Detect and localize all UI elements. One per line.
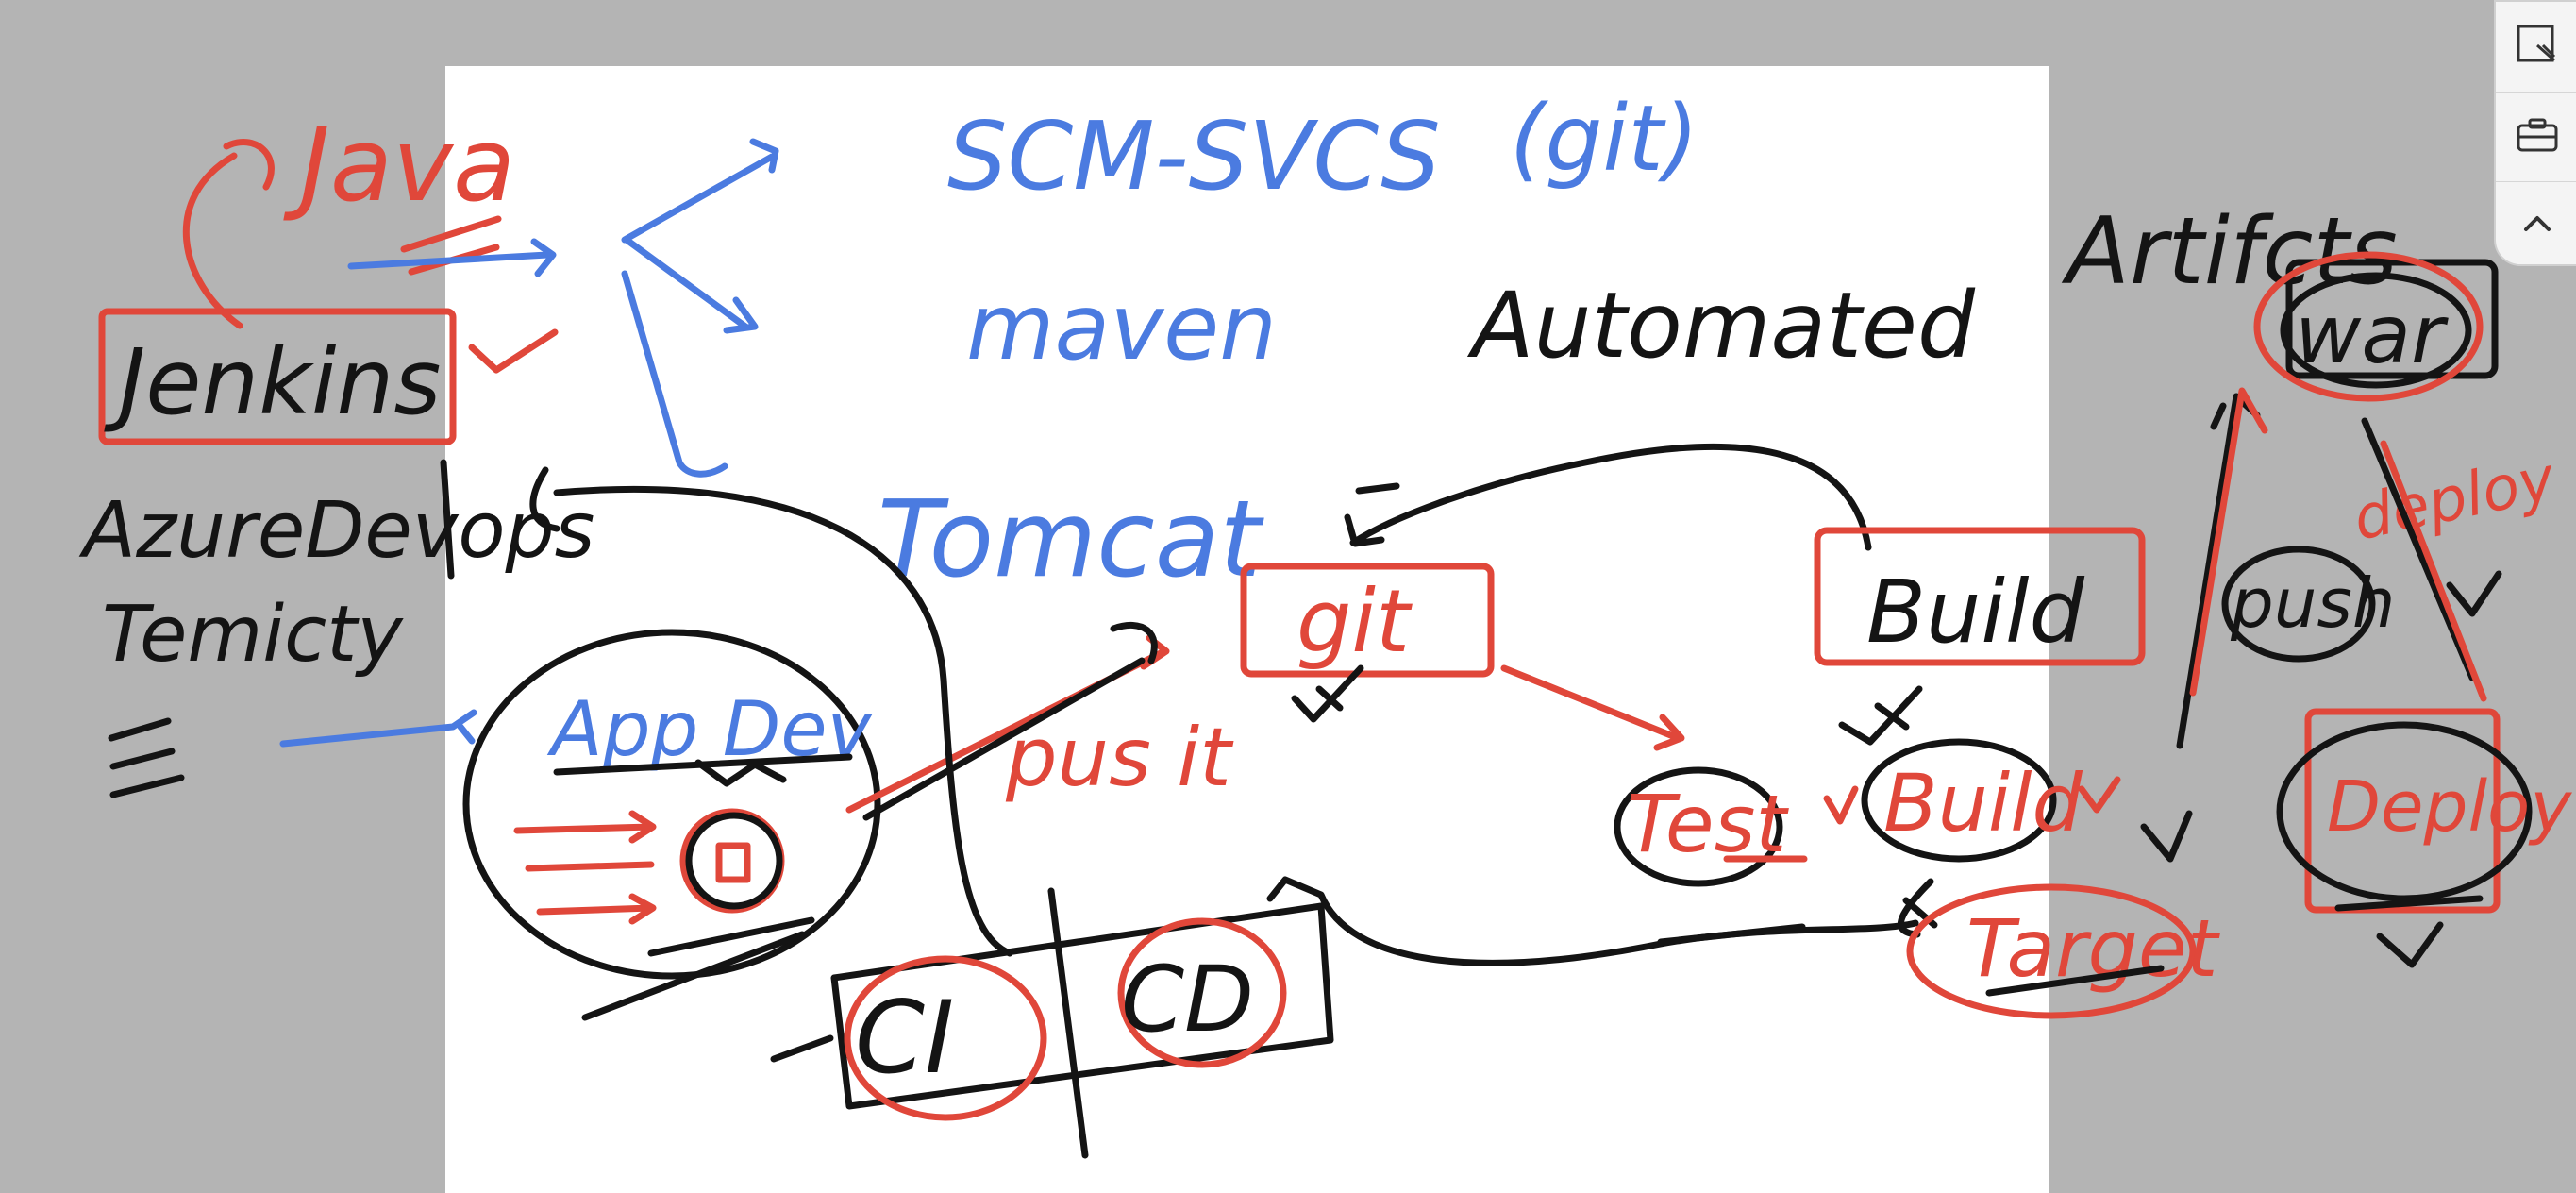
up-arrow-red: [2189, 387, 2268, 697]
ci-cd-note: CI CD: [770, 887, 1334, 1159]
jenkins-fan-arrows: [347, 138, 779, 478]
jenkins-check: [468, 328, 559, 374]
target-core: [715, 842, 751, 883]
chevron-up-icon: [2523, 216, 2551, 231]
build-box-note: Build: [1814, 527, 2146, 746]
azure-stroke: [440, 459, 455, 580]
war-to-deploy-arrow: [2361, 417, 2502, 681]
ci-circle: [844, 955, 1047, 1121]
push-it-text: pus it: [1005, 711, 1234, 805]
war-circle-black: [2280, 272, 2472, 389]
side-tool-panel: [2494, 0, 2576, 266]
deploy-underline: [2334, 895, 2484, 968]
target-underline: [1985, 965, 2165, 997]
screenshot-icon: [2517, 25, 2555, 62]
build-box-text: Build: [1866, 562, 2085, 663]
ci-feedback-curve: [553, 485, 1013, 957]
camera-icon: [2517, 118, 2557, 152]
target-circle: [1906, 883, 2197, 1019]
jenkins-text: Jenkins: [104, 329, 441, 435]
app-dev-bottom-strokes: [581, 916, 815, 1021]
git-paren-text: (git): [1510, 86, 1698, 192]
push-text: push: [2230, 563, 2395, 643]
git-to-test-arrow: [1500, 664, 1685, 751]
cd-to-target-double: [1657, 923, 1806, 946]
screenshot-button[interactable]: [2496, 2, 2576, 85]
build-circle-text: Build: [1883, 757, 2083, 849]
push-circle: [2221, 546, 2376, 663]
war-to-deploy-red: [2380, 440, 2487, 702]
test-text: Test: [1627, 778, 1789, 870]
java-note: Java: [182, 107, 515, 329]
git-box-text: git: [1296, 571, 1413, 672]
ci-text: CI: [855, 980, 954, 1096]
camera-button[interactable]: [2496, 92, 2576, 176]
cd-circle: [1117, 917, 1287, 1068]
collapse-button[interactable]: [2496, 181, 2576, 265]
test-arrow-mark: [1823, 785, 1859, 825]
black-target-ring: [685, 812, 783, 910]
jenkins-note: Jenkins: [98, 308, 559, 445]
app-dev-note: App Dev: [462, 629, 881, 1021]
build-arrow-mark: [2078, 776, 2121, 814]
feedback-arrowhead: [529, 466, 560, 532]
git-box-note: git: [1240, 563, 1495, 723]
deploy-note: Deploy: [2276, 708, 2572, 968]
deploy-circle: [2276, 721, 2533, 902]
scm-vcs-text: SCM-SVCS: [947, 101, 1441, 211]
build-box: [1814, 527, 2146, 666]
build-check: [1838, 685, 1923, 746]
blue-arrow-to-appdev: [279, 709, 477, 748]
git-box: [1240, 563, 1495, 678]
push-down-check: [2140, 810, 2193, 863]
build-circle: [1861, 738, 2057, 863]
maven-text: maven: [966, 275, 1277, 380]
azure-devops-text: AzureDevops: [78, 486, 594, 576]
java-loop-arrow: [182, 139, 275, 329]
tomcat-text: Tomcat: [878, 479, 1264, 601]
cd-to-target-curve: [1266, 876, 1919, 966]
deploy-box-text: Deploy: [2327, 766, 2572, 848]
build-to-git-tick: [1355, 482, 1400, 495]
automated-text: Automated: [1466, 273, 1976, 378]
list-lines-icon: [108, 717, 185, 798]
java-text: Java: [283, 107, 515, 225]
ci-tail: [770, 1034, 834, 1063]
jenkins-box: [98, 308, 457, 445]
war-note: war: [2253, 251, 2499, 402]
app-dev-circle: [462, 629, 881, 980]
ci-cd-divider: [1047, 887, 1089, 1159]
war-text: war: [2295, 288, 2449, 382]
red-input-arrows: [513, 810, 657, 925]
teamcity-text: Temicty: [102, 590, 404, 680]
deploy-box: [2304, 708, 2501, 914]
page-sheet: [445, 66, 2049, 1193]
war-box: [2285, 259, 2499, 379]
push-black-arrow: [862, 621, 1158, 821]
app-dev-strike: [553, 753, 853, 787]
artifacts-text: Artifcts: [2061, 198, 2398, 306]
cd-text: CD: [1121, 947, 1254, 1052]
git-check: [1291, 664, 1364, 723]
build-to-git-arrow: [1344, 443, 1872, 551]
war-circle-red: [2253, 251, 2484, 402]
test-circle: [1614, 766, 1783, 887]
